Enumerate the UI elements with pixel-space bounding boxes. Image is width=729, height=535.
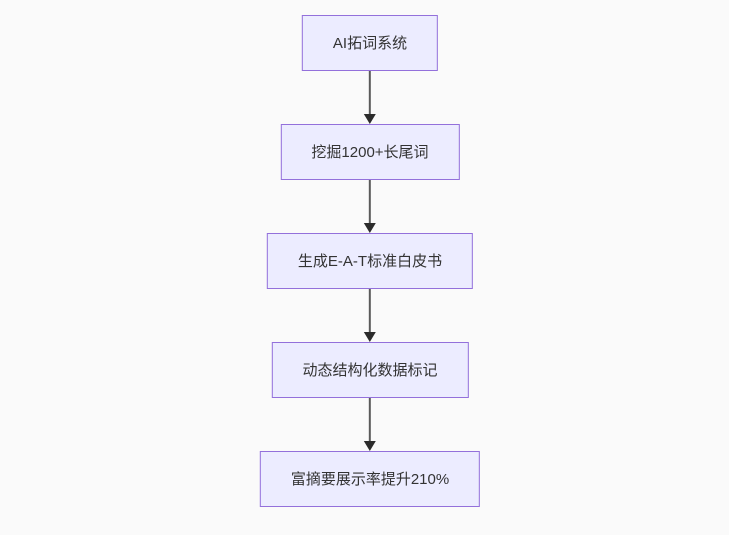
arrow-down-icon — [364, 223, 376, 233]
flow-edge — [364, 180, 376, 233]
flowchart-node-label: AI拓词系统 — [332, 34, 408, 52]
arrow-down-icon — [364, 332, 376, 342]
flowchart-node-label: 动态结构化数据标记 — [302, 361, 438, 379]
arrow-down-icon — [364, 114, 376, 124]
flow-edge — [364, 71, 376, 124]
flowchart-node: 动态结构化数据标记 — [271, 342, 469, 398]
flowchart-node: 挖掘1200+长尾词 — [280, 124, 460, 180]
arrow-down-icon — [364, 441, 376, 451]
flowchart: AI拓词系统 挖掘1200+长尾词 生成E-A-T标准白皮书 动态结构化数据标记… — [259, 15, 481, 507]
flowchart-node: AI拓词系统 — [301, 15, 439, 71]
flowchart-node-label: 挖掘1200+长尾词 — [311, 143, 429, 161]
edge-line — [369, 398, 371, 442]
edge-line — [369, 289, 371, 333]
flowchart-node: 生成E-A-T标准白皮书 — [266, 233, 474, 289]
flowchart-node-label: 生成E-A-T标准白皮书 — [297, 252, 443, 270]
edge-line — [369, 180, 371, 224]
flowchart-node-label: 富摘要展示率提升210% — [290, 470, 450, 488]
edge-line — [369, 71, 371, 115]
flow-edge — [364, 289, 376, 342]
flow-edge — [364, 398, 376, 451]
flowchart-node: 富摘要展示率提升210% — [259, 451, 481, 507]
